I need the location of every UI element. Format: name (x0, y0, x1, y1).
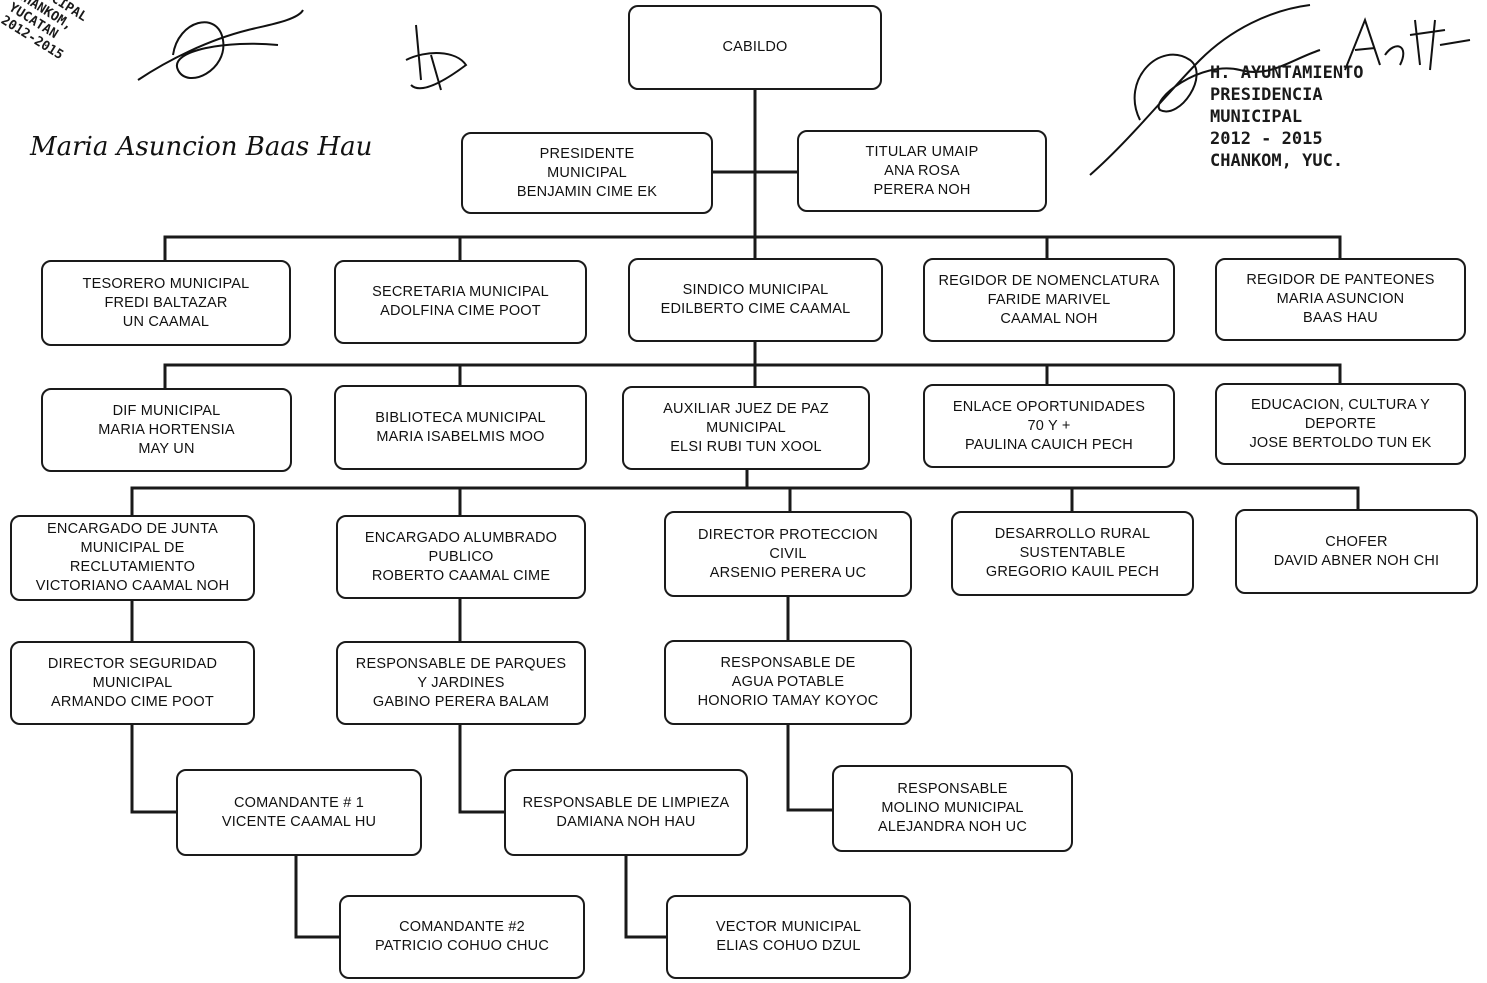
regidor-nomenclatura-box: REGIDOR DE NOMENCLATURA FARIDE MARIVEL C… (923, 258, 1175, 342)
tesorero-municipal-box: TESORERO MUNICIPAL FREDI BALTAZAR UN CAA… (41, 260, 291, 346)
alumbrado-publico-box: ENCARGADO ALUMBRADO PUBLICO ROBERTO CAAM… (336, 515, 586, 599)
secretaria-municipal-box: SECRETARIA MUNICIPAL ADOLFINA CIME POOT (334, 260, 587, 344)
signature-left-2 (405, 24, 468, 91)
handwritten-name: Maria Asuncion Baas Hau (30, 132, 373, 162)
educacion-cultura-deporte-box: EDUCACION, CULTURA Y DEPORTE JOSE BERTOL… (1215, 383, 1466, 465)
vector-municipal-box: VECTOR MUNICIPAL ELIAS COHUO DZUL (666, 895, 911, 979)
chofer-box: CHOFER DAVID ABNER NOH CHI (1235, 509, 1478, 594)
proteccion-civil-box: DIRECTOR PROTECCION CIVIL ARSENIO PERERA… (664, 511, 912, 597)
parques-jardines-box: RESPONSABLE DE PARQUES Y JARDINES GABINO… (336, 641, 586, 725)
comandante-2-box: COMANDANTE #2 PATRICIO COHUO CHUC (339, 895, 585, 979)
seguridad-municipal-box: DIRECTOR SEGURIDAD MUNICIPAL ARMANDO CIM… (10, 641, 255, 725)
comandante-1-box: COMANDANTE # 1 VICENTE CAAMAL HU (176, 769, 422, 856)
agua-potable-box: RESPONSABLE DE AGUA POTABLE HONORIO TAMA… (664, 640, 912, 725)
limpieza-box: RESPONSABLE DE LIMPIEZA DAMIANA NOH HAU (504, 769, 748, 856)
molino-municipal-box: RESPONSABLE MOLINO MUNICIPAL ALEJANDRA N… (832, 765, 1073, 852)
right-stamp-seal: H. AYUNTAMIENTO PRESIDENCIA MUNICIPAL 20… (1210, 63, 1364, 171)
signature-right-2 (1344, 17, 1471, 71)
signature-right-1 (1089, 4, 1321, 176)
enlace-oportunidades-box: ENLACE OPORTUNIDADES 70 Y + PAULINA CAUI… (923, 384, 1175, 468)
dif-municipal-box: DIF MUNICIPAL MARIA HORTENSIA MAY UN (41, 388, 292, 472)
titular-umaip-box: TITULAR UMAIP ANA ROSA PERERA NOH (797, 130, 1047, 212)
desarrollo-rural-box: DESARROLLO RURAL SUSTENTABLE GREGORIO KA… (951, 511, 1194, 596)
cabildo-box: CABILDO (628, 5, 882, 90)
biblioteca-municipal-box: BIBLIOTECA MUNICIPAL MARIA ISABELMIS MOO (334, 385, 587, 470)
signature-left-1 (137, 9, 304, 81)
sindico-municipal-box: SINDICO MUNICIPAL EDILBERTO CIME CAAMAL (628, 258, 883, 342)
auxiliar-juez-de-paz-box: AUXILIAR JUEZ DE PAZ MUNICIPAL ELSI RUBI… (622, 386, 870, 470)
presidente-municipal-box: PRESIDENTE MUNICIPAL BENJAMIN CIME EK (461, 132, 713, 214)
junta-reclutamiento-box: ENCARGADO DE JUNTA MUNICIPAL DE RECLUTAM… (10, 515, 255, 601)
regidor-panteones-box: REGIDOR DE PANTEONES MARIA ASUNCION BAAS… (1215, 258, 1466, 341)
